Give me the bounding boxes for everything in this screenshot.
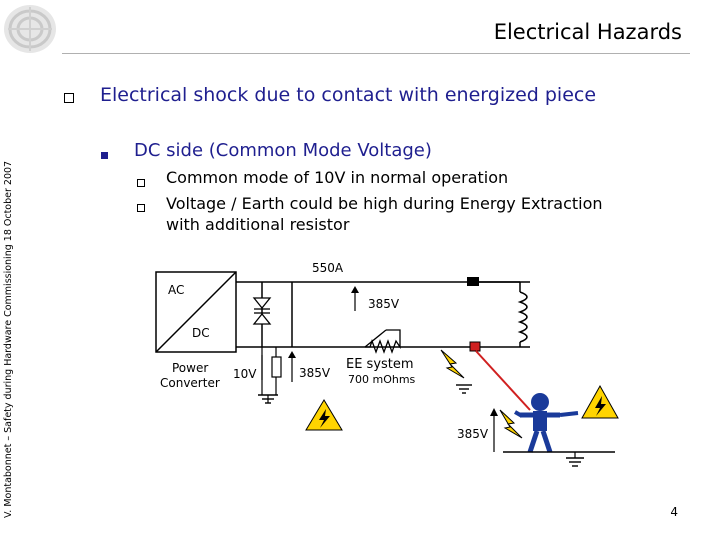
label-10v: 10V [233, 367, 257, 381]
resistor-10v-icon [271, 356, 282, 378]
bullet-filled-icon [101, 152, 108, 159]
diode-lower-icon [252, 312, 272, 325]
label-ee-system: EE system [346, 357, 414, 372]
bullet-hollow-icon [64, 93, 74, 103]
lightning-bolt-person-icon [499, 409, 523, 439]
bullet-level3-3: with additional resistor [166, 215, 350, 234]
label-550a: 550A [312, 261, 344, 275]
label-385v-top: 385V [368, 297, 400, 311]
label-converter: Converter [160, 376, 220, 390]
bullet-level2: DC side (Common Mode Voltage) [134, 140, 432, 161]
label-ac: AC [168, 283, 184, 297]
diode-upper-icon [252, 297, 272, 310]
person-icon [514, 393, 579, 453]
fault-wire [475, 350, 531, 411]
label-power: Power [172, 361, 208, 375]
bullet-hollow-icon [137, 204, 145, 212]
cern-logo [4, 5, 56, 53]
connector-top [467, 277, 479, 286]
bullet-level1: Electrical shock due to contact with ene… [100, 84, 597, 106]
label-700mohms: 700 mOhms [348, 373, 416, 386]
lightning-bolt-icon [440, 349, 465, 379]
bullet-hollow-icon [137, 179, 145, 187]
slide-title: Electrical Hazards [493, 20, 682, 44]
title-divider [62, 53, 690, 54]
label-385v-mid: 385V [299, 366, 331, 380]
bullet-level3-2: Voltage / Earth could be high during Ene… [166, 194, 603, 213]
converter-diagonal [155, 271, 237, 353]
connector-bottom [469, 341, 481, 352]
bullet-level3-1: Common mode of 10V in normal operation [166, 168, 509, 187]
label-385v-person: 385V [457, 427, 489, 441]
label-dc: DC [192, 326, 210, 340]
page-number: 4 [670, 505, 678, 519]
magnet-coil-icon [517, 291, 528, 343]
